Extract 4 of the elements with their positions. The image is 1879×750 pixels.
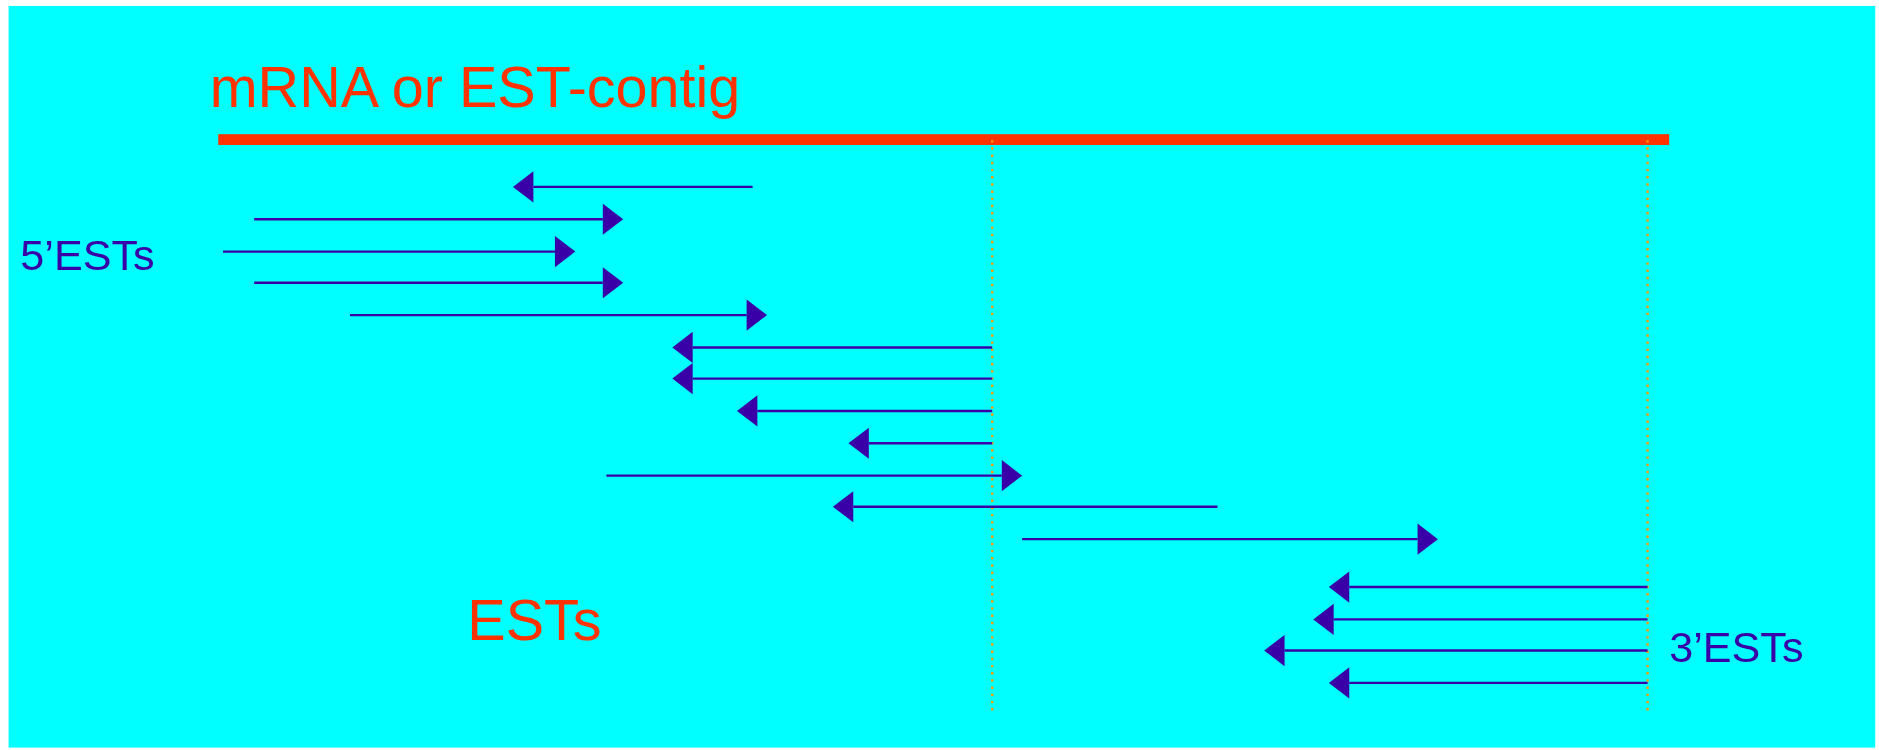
est-label: ESTs [467,591,602,650]
est-group-label: 3’ESTs [1669,625,1804,669]
contig-label: mRNA or EST-contig [209,58,741,117]
est-group-label: 5’ESTs [20,233,155,277]
